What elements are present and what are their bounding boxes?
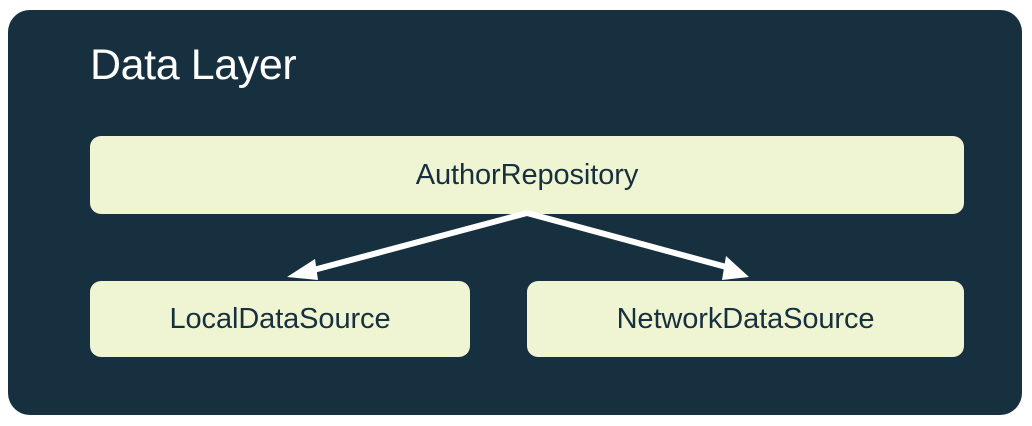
node-local-data-source-label: LocalDataSource: [169, 302, 391, 335]
node-local-data-source[interactable]: LocalDataSource: [90, 281, 470, 357]
node-network-data-source-label: NetworkDataSource: [616, 302, 875, 335]
node-author-repository-label: AuthorRepository: [415, 158, 639, 191]
layer-title: Data Layer: [90, 41, 297, 89]
node-author-repository[interactable]: AuthorRepository: [90, 136, 964, 214]
node-network-data-source[interactable]: NetworkDataSource: [527, 281, 964, 357]
